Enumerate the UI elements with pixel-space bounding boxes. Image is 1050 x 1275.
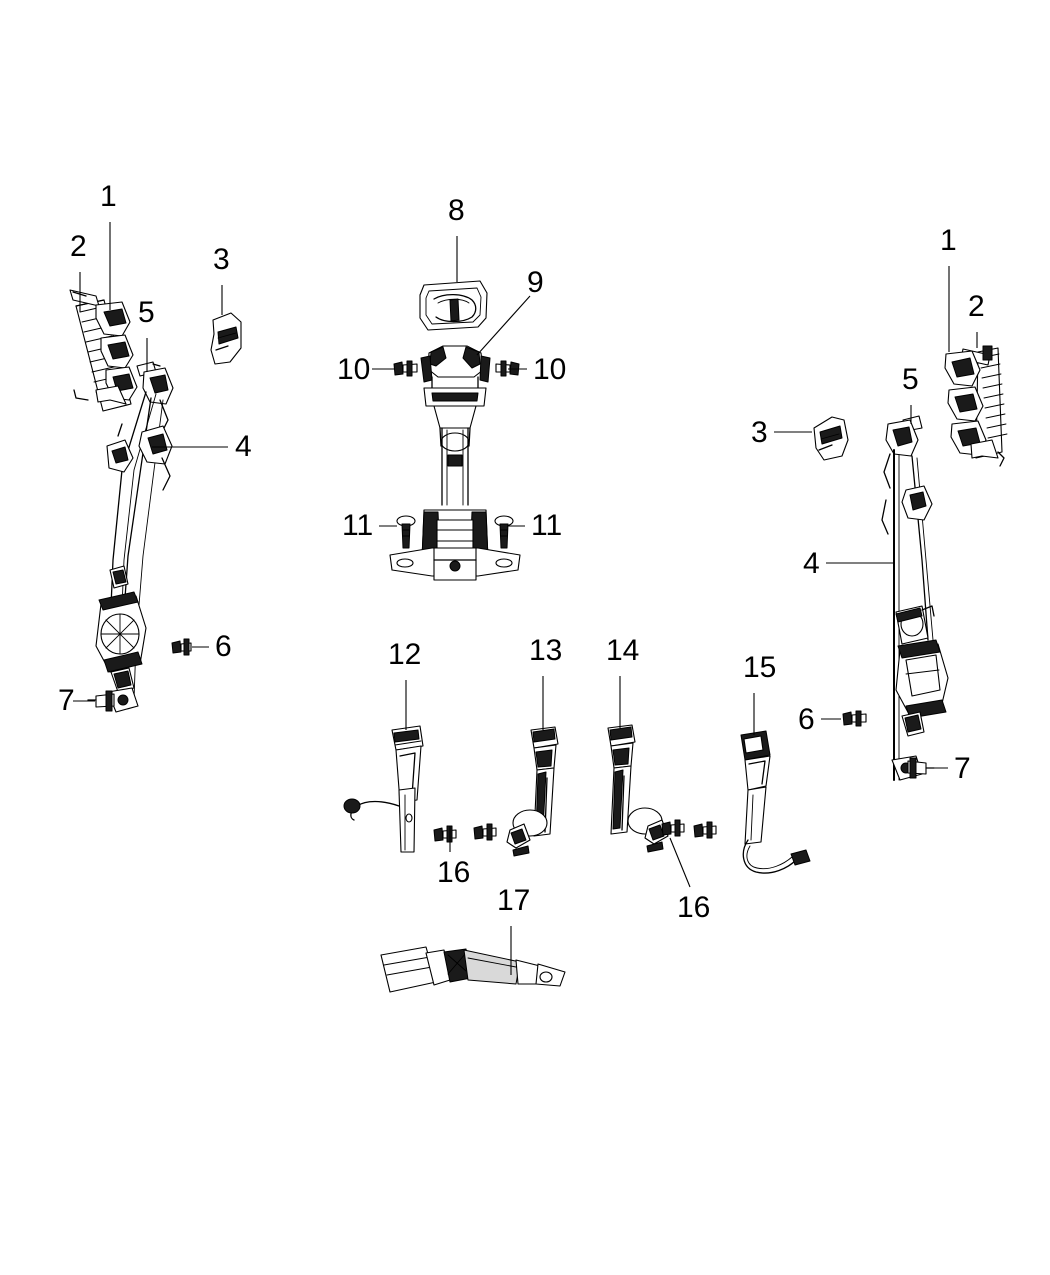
callout-number-7: 7 [58, 684, 75, 717]
part-4-shoulder-belt-retractor-left [95, 367, 174, 713]
part-3-belt-loop-cover-left [210, 312, 242, 365]
part-1-height-adjuster-rail-right [944, 345, 1008, 467]
callout-number-13: 13 [529, 634, 563, 667]
callout-number-9: 9 [527, 266, 544, 299]
part-12-driver-buckle [343, 725, 424, 853]
part-4-shoulder-belt-retractor-right [881, 419, 949, 781]
callout-number-5: 5 [902, 363, 919, 396]
center-seat-belt-webbing [441, 427, 469, 506]
callout-number-1: 1 [100, 180, 117, 213]
part-14-center-buckle-right [607, 724, 669, 853]
part-16-buckle-bolt-c [661, 819, 685, 837]
callout-number-3: 3 [213, 243, 230, 276]
callout-number-10: 10 [337, 353, 371, 386]
part-3-belt-loop-cover-right [813, 416, 849, 461]
part-11-retractor-bolt-left [396, 515, 416, 549]
part-15-passenger-buckle [740, 730, 811, 874]
callout-number-6: 6 [798, 703, 815, 736]
callout-leader-16 [669, 837, 691, 888]
callout-number-5: 5 [138, 296, 155, 329]
part-8-belt-guide-bezel [419, 280, 488, 331]
callout-number-10: 10 [533, 353, 567, 386]
callout-number-11: 11 [342, 509, 374, 542]
callout-number-7: 7 [954, 752, 971, 785]
callout-number-16: 16 [437, 856, 471, 889]
callout-number-3: 3 [751, 416, 768, 449]
part-16-buckle-bolt-d [693, 821, 717, 839]
part-9-center-belt-guide [420, 345, 491, 467]
callout-number-4: 4 [235, 430, 252, 463]
part-17-seat-belt-extender [380, 946, 566, 993]
part-11-retractor-bolt-right [494, 515, 514, 549]
callout-number-2: 2 [70, 230, 87, 263]
part-10-guide-screw-left [393, 360, 418, 377]
part-16-buckle-bolt-a [433, 825, 457, 843]
part-13-center-buckle-left [506, 726, 559, 857]
callout-number-11: 11 [531, 509, 563, 542]
part-7-lower-anchor-bolt-left [87, 690, 115, 712]
callout-number-4: 4 [803, 547, 820, 580]
part-6-retractor-bolt-right [842, 710, 867, 727]
callout-number-12: 12 [388, 638, 422, 671]
callout-number-2: 2 [968, 290, 985, 323]
part-1-height-adjuster-rail-left [69, 289, 138, 412]
callout-number-1: 1 [940, 224, 957, 257]
part-16-buckle-bolt-b [473, 823, 497, 841]
callout-number-8: 8 [448, 194, 465, 227]
callout-number-14: 14 [606, 634, 640, 667]
center-retractor-assembly [389, 509, 521, 581]
callout-number-6: 6 [215, 630, 232, 663]
callout-leader-lines [73, 222, 978, 975]
callout-number-16: 16 [677, 891, 711, 924]
callout-number-17: 17 [497, 884, 531, 917]
callout-number-15: 15 [743, 651, 777, 684]
callout-leader-9 [476, 295, 531, 356]
part-6-retractor-bolt-left [171, 638, 192, 656]
